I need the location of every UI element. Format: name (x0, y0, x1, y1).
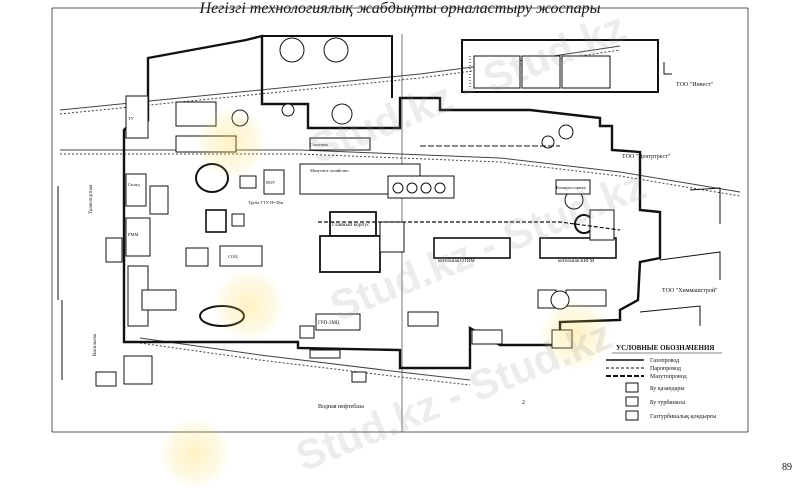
site-boundary (122, 34, 662, 370)
label-street-bottom: Васильева (93, 333, 98, 356)
label-kvgm: котельная КВГМ (558, 259, 595, 264)
north-fence (262, 35, 393, 98)
vou-building (263, 169, 285, 195)
mazut-tank (199, 305, 245, 327)
page-number: 89 (782, 462, 792, 473)
legend-item-4: Бу қазандары (650, 386, 684, 392)
label-main-building: Главный корпус (332, 221, 370, 228)
label-sklad: Склад (128, 182, 140, 187)
gas-turbine-sample-icon (625, 410, 639, 421)
cooling-tower (195, 163, 229, 193)
label-street-left: Транспортная (89, 184, 94, 214)
legend-item-5: Бу турбинасы (650, 399, 685, 406)
otvm-boiler-house (433, 237, 511, 259)
invest-block-2 (521, 55, 561, 89)
legend-item-1: Газопровод (650, 358, 679, 364)
legend-title: УСЛОВНЫЕ ОБОЗНАЧЕНИЯ (616, 344, 714, 352)
main-building (329, 211, 377, 237)
legend: УСЛОВНЫЕ ОБОЗНАЧЕНИЯ Газопровод Паропров… (606, 344, 722, 421)
label-point-2: 2 (522, 400, 525, 406)
label-khimmashstroy: ТОО "Химмашстрой" (662, 287, 718, 294)
sklad-building (125, 173, 147, 207)
label-trassa: Труба ГТУ Н=30м (248, 200, 283, 205)
tank-3 (331, 103, 353, 125)
rmm-building (125, 217, 151, 257)
label-invest: ТОО "Инвест" (676, 82, 714, 88)
railway-bottom (139, 337, 471, 386)
kvgm-boiler-house (539, 237, 617, 259)
label-vou: ВОУ (266, 180, 276, 185)
label-tu: ТУ (128, 116, 135, 121)
label-water: Водная нефтебаза (318, 403, 364, 410)
invest-compound (461, 39, 659, 93)
ssho-building (219, 245, 263, 267)
label-kitchen: Столовая (310, 142, 328, 147)
turbine-sample-icon (625, 396, 639, 407)
drawing-frame (51, 7, 749, 433)
grp-building (315, 313, 361, 331)
label-rmm: РММ (128, 232, 139, 237)
label-kompressor: Компрессорная (556, 185, 586, 190)
legend-item-3: Мазутопровод (650, 374, 687, 380)
tank-2 (323, 37, 349, 63)
label-grp: ГРП-3МЦ (318, 321, 340, 326)
tank-1 (279, 37, 305, 63)
legend-item-6: Газтурбиналық қондырғы (650, 413, 716, 420)
left-building-1 (125, 95, 149, 139)
invest-block-3 (561, 55, 611, 89)
page-title: Негізгі технологиялық жабдықты орналасты… (199, 0, 601, 17)
legend-item-2: Паропровод (650, 366, 681, 372)
label-ssho: СОЦ (228, 254, 238, 259)
label-otvm: котельная ОТВМ (438, 259, 475, 264)
boiler-sample-icon (625, 382, 639, 393)
invest-block-1 (473, 55, 521, 89)
label-mazut: Мазутное хозяйство (310, 168, 349, 173)
label-centrtrest: ТОО "Центртрест" (622, 154, 671, 160)
